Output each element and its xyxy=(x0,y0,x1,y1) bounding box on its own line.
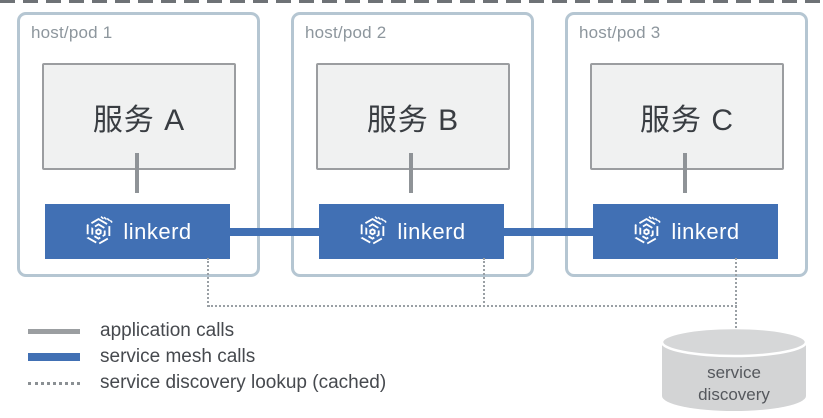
linkerd-wordmark: linkerd xyxy=(397,218,466,244)
pod-label: host/pod 2 xyxy=(305,23,387,42)
application-call-line-2 xyxy=(409,153,413,193)
cylinder-label-line1: service xyxy=(707,363,761,382)
legend-item-service-discovery-lookup: service discovery lookup (cached) xyxy=(28,370,386,396)
application-call-line-3 xyxy=(683,153,687,193)
linkerd-proxy-box-1: linkerd xyxy=(45,204,230,259)
pod-box-3: host/pod 3 服务 C linkerd xyxy=(565,12,808,277)
discovery-lookup-line-horizontal xyxy=(208,305,737,307)
service-mesh-call-line-1 xyxy=(230,228,319,236)
pod-label: host/pod 1 xyxy=(31,23,113,42)
service-discovery-cylinder: service discovery xyxy=(660,326,808,418)
pod-box-1: host/pod 1 服务 A linkerd xyxy=(17,12,260,277)
legend-label: service discovery lookup (cached) xyxy=(100,372,387,393)
linkerd-logo-icon xyxy=(631,215,662,248)
discovery-lookup-line-vertical-2 xyxy=(483,258,485,307)
legend-label: application calls xyxy=(100,320,235,341)
dotted-line-swatch xyxy=(28,381,80,385)
legend-item-application-calls: application calls xyxy=(28,318,386,344)
legend-label: service mesh calls xyxy=(100,346,256,367)
discovery-lookup-line-vertical-3 xyxy=(735,258,737,328)
cylinder-label-line2: discovery xyxy=(698,385,770,404)
service-name: 服务 A xyxy=(92,103,186,137)
blue-line-swatch xyxy=(28,353,80,361)
linkerd-logo-icon xyxy=(357,215,388,248)
service-name: 服务 B xyxy=(366,103,460,137)
discovery-lookup-line-vertical-1 xyxy=(207,258,209,307)
service-box-c: 服务 C xyxy=(590,63,784,170)
pod-box-2: host/pod 2 服务 B linkerd xyxy=(291,12,534,277)
linkerd-logo-icon xyxy=(83,215,114,248)
application-call-line-1 xyxy=(135,153,139,193)
cylinder-body xyxy=(662,342,806,411)
cropped-dashed-border xyxy=(0,0,823,3)
gray-line-swatch xyxy=(28,328,80,334)
linkerd-proxy-box-3: linkerd xyxy=(593,204,778,259)
linkerd-proxy-box-2: linkerd xyxy=(319,204,504,259)
linkerd-wordmark: linkerd xyxy=(671,218,740,244)
service-name: 服务 C xyxy=(640,103,734,137)
service-box-a: 服务 A xyxy=(42,63,236,170)
pod-label: host/pod 3 xyxy=(579,23,661,42)
service-box-b: 服务 B xyxy=(316,63,510,170)
cylinder-top xyxy=(660,326,808,358)
linkerd-wordmark: linkerd xyxy=(123,218,192,244)
legend-item-service-mesh-calls: service mesh calls xyxy=(28,344,386,370)
service-mesh-call-line-2 xyxy=(504,228,593,236)
legend: application calls service mesh calls ser… xyxy=(28,318,386,396)
